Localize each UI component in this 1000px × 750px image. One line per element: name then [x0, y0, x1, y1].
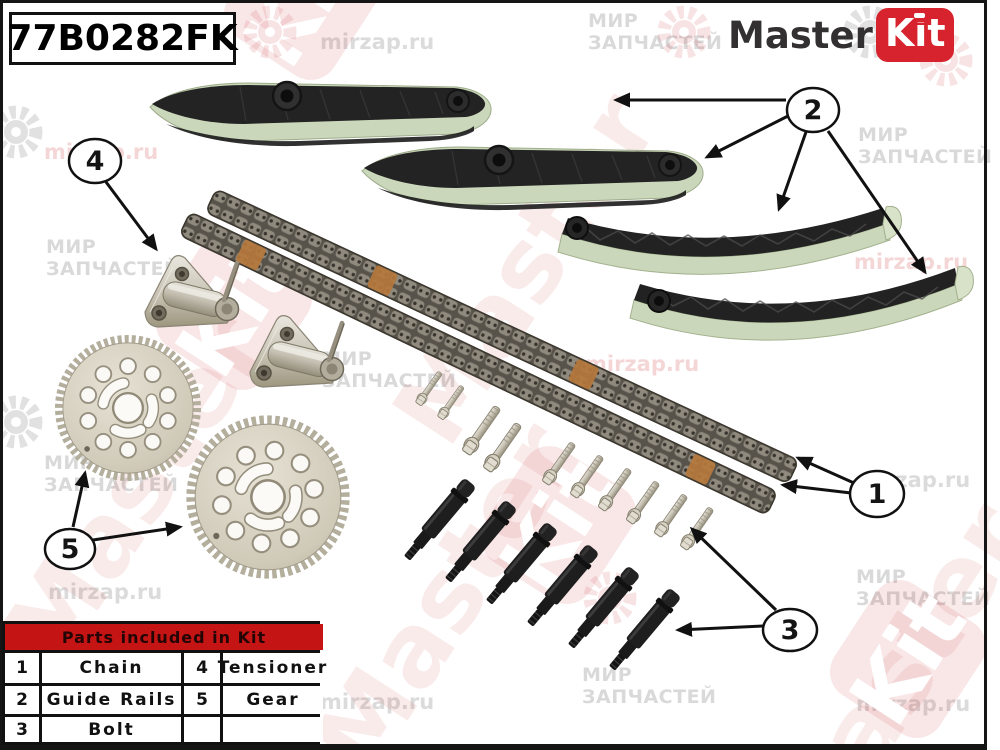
- svg-text:4: 4: [86, 146, 105, 177]
- callout-tensioner: 4: [67, 137, 123, 185]
- timing-chain-1: [207, 190, 798, 483]
- flange-bolt-9: [651, 491, 691, 539]
- flange-bolt-5: [539, 439, 579, 487]
- timing-chain-2: [181, 213, 776, 514]
- arrow-to-chain-2: [780, 479, 852, 495]
- svg-text:5: 5: [61, 534, 80, 565]
- flange-bolt-10: [677, 504, 717, 552]
- arrow-to-rail-3: [776, 131, 808, 212]
- guide-rail-3: [557, 205, 902, 275]
- svg-text:2: 2: [804, 95, 823, 126]
- legend-cell-num: 4: [184, 653, 220, 683]
- guide-rail-1: [148, 80, 493, 148]
- legend-table: Parts included in Kit 1 Chain 4 Tensione…: [2, 621, 326, 745]
- brand-logo-kit-badge: Kit: [875, 8, 955, 62]
- arrow-to-rail-2: [704, 114, 789, 159]
- svg-text:3: 3: [781, 615, 800, 646]
- camshaft-gear-1: [59, 339, 197, 477]
- legend-cell-part: Gear: [223, 686, 323, 714]
- guide-rail-2: [360, 144, 705, 212]
- flange-bolt-7: [595, 465, 635, 513]
- legend-cell-part: Bolt: [42, 717, 181, 742]
- callout-chain: 1: [848, 469, 906, 519]
- part-number-box: 77B0282FK: [7, 12, 238, 65]
- legend-cell-part: Tensioner: [218, 653, 326, 683]
- flange-bolt-8: [623, 478, 663, 526]
- legend-cell-num: 2: [5, 686, 39, 714]
- tensioner-2: [250, 316, 344, 387]
- legend-cell-num: 3: [5, 717, 39, 742]
- arrow-to-tensioner: [104, 181, 158, 252]
- arrow-to-rail-4: [826, 130, 927, 275]
- callout-bolt: 3: [761, 607, 819, 653]
- brand-logo-master-text: Master: [728, 13, 873, 57]
- arrow-to-flange-bolts: [689, 526, 778, 612]
- guide-rail-4: [629, 265, 974, 341]
- arrow-to-gear-2: [92, 521, 183, 542]
- legend-cell-part: Chain: [42, 653, 181, 683]
- brand-logo: Master Kit: [728, 6, 955, 64]
- arrow-to-chain-1: [795, 456, 855, 485]
- arrow-to-black-bolts: [675, 621, 765, 637]
- legend-table-title: Parts included in Kit: [5, 624, 323, 650]
- legend-cell-num: 5: [184, 686, 220, 714]
- legend-cell-part: Guide Rails: [42, 686, 181, 714]
- flange-bolt-1: [413, 369, 445, 408]
- camshaft-gear-2: [181, 410, 355, 584]
- callout-gear: 5: [43, 527, 97, 571]
- legend-cell-num: [184, 717, 220, 742]
- brand-logo-kit-ibar: [913, 13, 925, 22]
- legend-cell-part: [223, 717, 323, 742]
- tensioner-1: [145, 256, 239, 327]
- part-number: 77B0282FK: [7, 18, 238, 59]
- arrow-to-gear-1: [71, 470, 90, 528]
- flange-bolt-6: [567, 452, 607, 500]
- flange-bolt-2: [435, 383, 467, 422]
- callout-guide-rails: 2: [785, 86, 841, 134]
- svg-text:1: 1: [868, 479, 887, 510]
- legend-cell-num: 1: [5, 653, 39, 683]
